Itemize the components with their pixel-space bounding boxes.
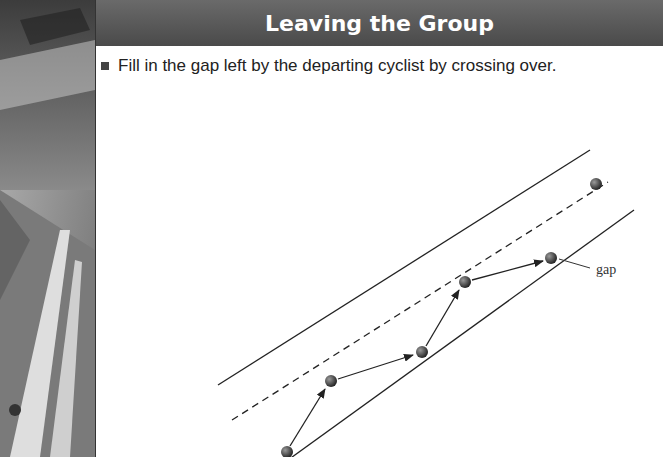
road-edge: [288, 210, 634, 457]
road-edge: [218, 150, 590, 385]
gap-box: gap: [594, 262, 618, 278]
title-bar: [96, 0, 663, 46]
slide-title: Leaving the Group: [265, 11, 494, 36]
leader-line: [559, 259, 590, 268]
bullet-text: Fill in the gap left by the departing cy…: [118, 55, 618, 76]
movement-arrows: [290, 261, 543, 446]
cyclist-dots: [281, 178, 602, 457]
bullet-box: Fill in the gap left by the departing cy…: [118, 55, 618, 76]
title-box: Leaving the Group: [96, 0, 663, 46]
lane-divider: [232, 182, 608, 420]
road-photo: [0, 0, 96, 457]
callout-label: gap: [594, 262, 618, 278]
bullet-square: [101, 62, 109, 70]
